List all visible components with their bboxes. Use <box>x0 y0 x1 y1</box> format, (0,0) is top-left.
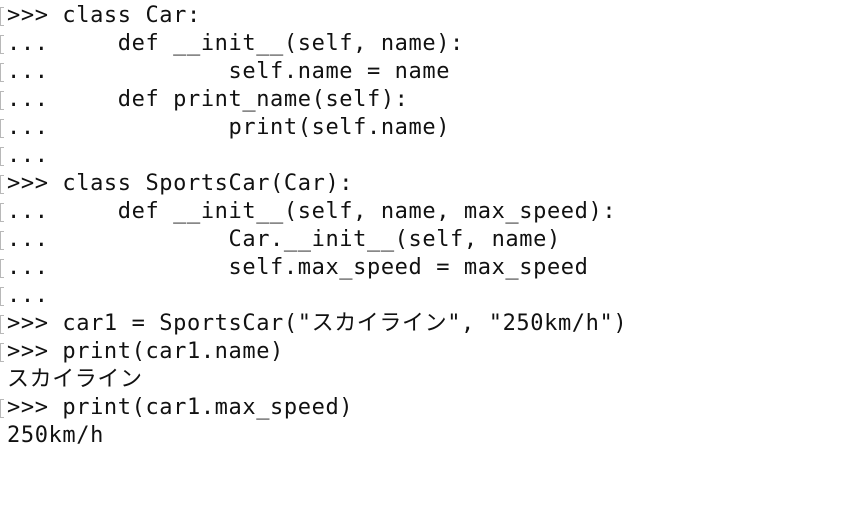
repl-line-def-init-sportscar: ... def __init__(self, name, max_speed): <box>0 198 850 226</box>
line-text: ... def print_name(self): <box>7 87 409 112</box>
line-text: ... <box>7 143 49 168</box>
repl-line-car1-assign: >>> car1 = SportsCar("スカイライン", "250km/h"… <box>0 310 850 338</box>
repl-line-print-car1-max-speed: >>> print(car1.max_speed) <box>0 394 850 422</box>
line-text: >>> car1 = SportsCar("スカイライン", "250km/h"… <box>7 311 628 336</box>
repl-output-max-speed: 250km/h <box>0 422 850 450</box>
line-mark <box>0 315 4 334</box>
line-mark <box>0 91 4 110</box>
line-text: ... def __init__(self, name): <box>7 31 464 56</box>
repl-line-print-self-name: ... print(self.name) <box>0 114 850 142</box>
repl-line-class-car: >>> class Car: <box>0 2 850 30</box>
line-mark <box>0 7 4 26</box>
repl-output-name: スカイライン <box>0 366 850 394</box>
line-text: ... <box>7 283 49 308</box>
repl-line-def-print-name: ... def print_name(self): <box>0 86 850 114</box>
repl-line-class-sportscar: >>> class SportsCar(Car): <box>0 170 850 198</box>
line-mark <box>0 63 4 82</box>
output-text: スカイライン <box>7 367 143 392</box>
line-text: ... def __init__(self, name, max_speed): <box>7 199 617 224</box>
line-mark <box>0 147 4 166</box>
line-mark <box>0 399 4 418</box>
line-mark <box>0 231 4 250</box>
repl-line-self-name: ... self.name = name <box>0 58 850 86</box>
line-mark <box>0 259 4 278</box>
line-mark <box>0 287 4 306</box>
line-text: >>> class Car: <box>7 3 201 28</box>
repl-line-continuation: ... <box>0 142 850 170</box>
line-text: ... print(self.name) <box>7 115 451 140</box>
repl-line-continuation: ... <box>0 282 850 310</box>
repl-line-super-init: ... Car.__init__(self, name) <box>0 226 850 254</box>
line-mark <box>0 35 4 54</box>
line-mark <box>0 203 4 222</box>
line-text: ... self.max_speed = max_speed <box>7 255 589 280</box>
line-text: ... Car.__init__(self, name) <box>7 227 561 252</box>
output-text: 250km/h <box>7 423 104 448</box>
line-text: ... self.name = name <box>7 59 451 84</box>
line-text: >>> print(car1.max_speed) <box>7 395 354 420</box>
repl-line-print-car1-name: >>> print(car1.name) <box>0 338 850 366</box>
line-mark <box>0 343 4 362</box>
line-mark <box>0 119 4 138</box>
python-repl-terminal[interactable]: >>> class Car: ... def __init__(self, na… <box>0 0 850 450</box>
line-text: >>> class SportsCar(Car): <box>7 171 354 196</box>
line-text: >>> print(car1.name) <box>7 339 284 364</box>
repl-line-self-max-speed: ... self.max_speed = max_speed <box>0 254 850 282</box>
repl-line-def-init: ... def __init__(self, name): <box>0 30 850 58</box>
line-mark <box>0 175 4 194</box>
